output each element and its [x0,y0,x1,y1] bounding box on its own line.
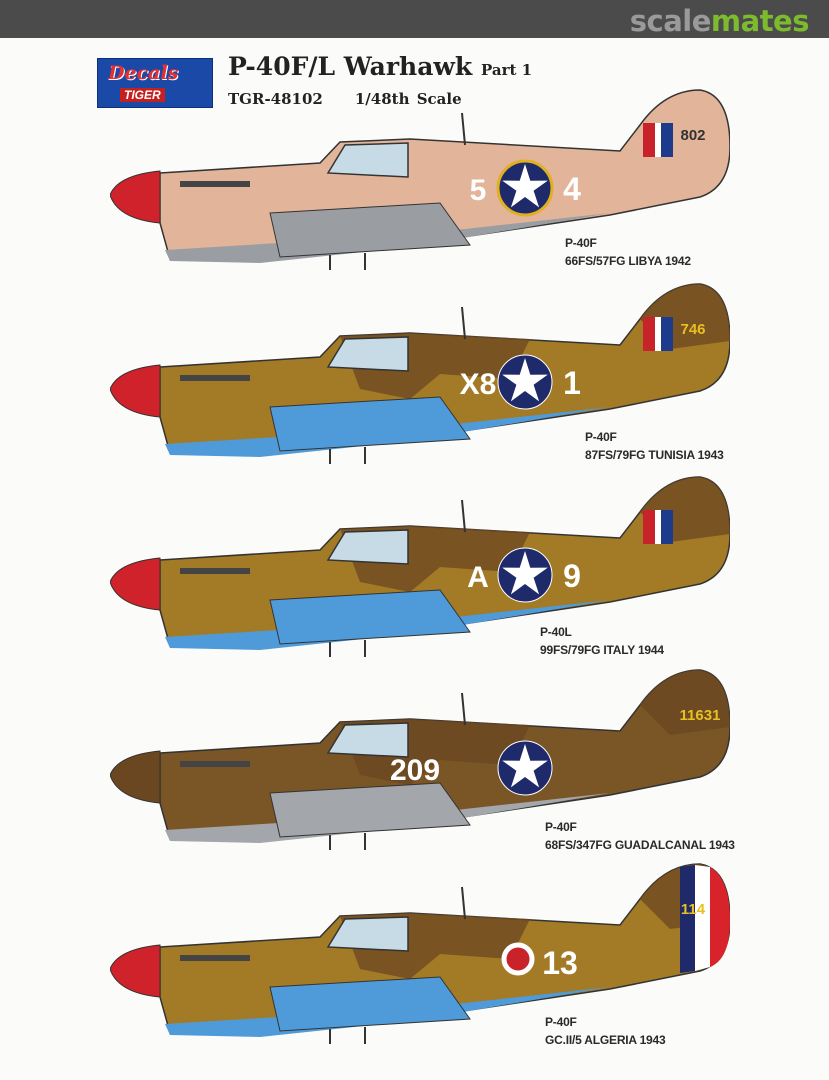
tail-flash-red [643,317,655,351]
tail-flash-white [655,510,661,544]
tail-flash-red [643,510,655,544]
brand-logo-subtext: TIGER [120,88,165,102]
exhaust-stacks [180,761,250,767]
aircraft-profile: 209 11631 [110,669,730,850]
aircraft-profile: 13 114 [110,863,730,1044]
site-header-bar: scalemates [0,0,829,38]
star-icon [502,551,548,595]
fuselage-code-left: A [467,561,489,594]
rudder-white [695,865,710,971]
tail-flash-blue [661,510,673,544]
fuselage-code-left: X8 [460,368,497,401]
scalemates-logo[interactable]: scalemates [629,4,810,38]
canopy [326,916,409,952]
star-icon [502,744,548,788]
aircraft-profile: 5 4 802 [110,89,730,270]
radio-mast [461,692,466,726]
propeller-spinner [110,944,161,998]
unit-location-year: GC.II/5 ALGERIA 1943 [545,1033,666,1047]
star-icon [502,164,548,208]
propeller-spinner [110,364,161,418]
fuselage-code-right: 4 [563,171,581,207]
fuselage-code-right: 1 [563,365,581,401]
wing-underside [269,976,471,1032]
tail-flash-white [655,123,661,157]
tail-number: 802 [680,127,705,144]
french-roundel [501,942,535,976]
wing-underside [269,202,471,258]
canopy [326,722,409,758]
product-code: TGR-48102 [228,90,323,108]
wing-underside [269,396,471,452]
tail-number: 746 [680,321,705,338]
radio-mast [461,306,466,340]
fuselage-code-right: 13 [542,945,578,981]
fuselage-code-left: 5 [470,174,487,207]
tail-flash-red [643,123,655,157]
page-title: P-40F/L Warhawk Part 1 [228,52,533,81]
canopy [326,142,409,178]
aircraft-profile: X8 1 746 [110,283,730,464]
tail-flash-blue [661,317,673,351]
tail-flash-white [655,317,661,351]
rudder-blue [680,865,695,973]
brand-logo-text: Decals [108,62,179,84]
radio-mast [461,886,466,920]
wing-underside [269,782,471,838]
profile-caption: P-40F 66FS/57FG LIBYA 1942 [565,234,691,270]
propeller-spinner [110,750,161,804]
unit-location-year: 87FS/79FG TUNISIA 1943 [585,448,724,462]
profile-caption: P-40L 99FS/79FG ITALY 1944 [540,623,664,659]
exhaust-stacks [180,568,250,574]
tail-number: 11631 [680,707,721,724]
exhaust-stacks [180,375,250,381]
radio-mast [461,499,466,533]
aircraft-type: P-40F [545,1015,577,1029]
aircraft-type: P-40F [545,820,577,834]
exhaust-stacks [180,955,250,961]
radio-mast [461,112,466,146]
tail-flash-blue [661,123,673,157]
unit-location-year: 99FS/79FG ITALY 1944 [540,643,664,657]
profile-caption: P-40F 87FS/79FG TUNISIA 1943 [585,428,724,464]
unit-location-year: 68FS/347FG GUADALCANAL 1943 [545,838,735,852]
aircraft-type: P-40F [565,236,597,250]
fuselage-code-right: 9 [563,558,581,594]
wing-underside [269,589,471,645]
propeller-spinner [110,557,161,611]
fuselage-code-left: 209 [390,754,440,787]
tail-number: 114 [681,901,706,918]
unit-location-year: 66FS/57FG LIBYA 1942 [565,254,691,268]
title-suffix: Part 1 [480,61,533,79]
profile-caption: P-40F 68FS/347FG GUADALCANAL 1943 [545,818,735,854]
aircraft-type: P-40L [540,625,572,639]
rudder-red [710,867,730,967]
scale-label: 1/48th Scale [354,90,462,108]
subtitle: TGR-48102 1/48th Scale [228,90,462,108]
brand-logo: Decals TIGER [97,58,213,108]
camouflage-patch [640,670,730,735]
aircraft-type: P-40F [585,430,617,444]
star-icon [502,358,548,402]
canopy [326,529,409,565]
canopy [326,336,409,372]
exhaust-stacks [180,181,250,187]
profile-caption: P-40F GC.II/5 ALGERIA 1943 [545,1013,666,1049]
propeller-spinner [110,170,161,224]
